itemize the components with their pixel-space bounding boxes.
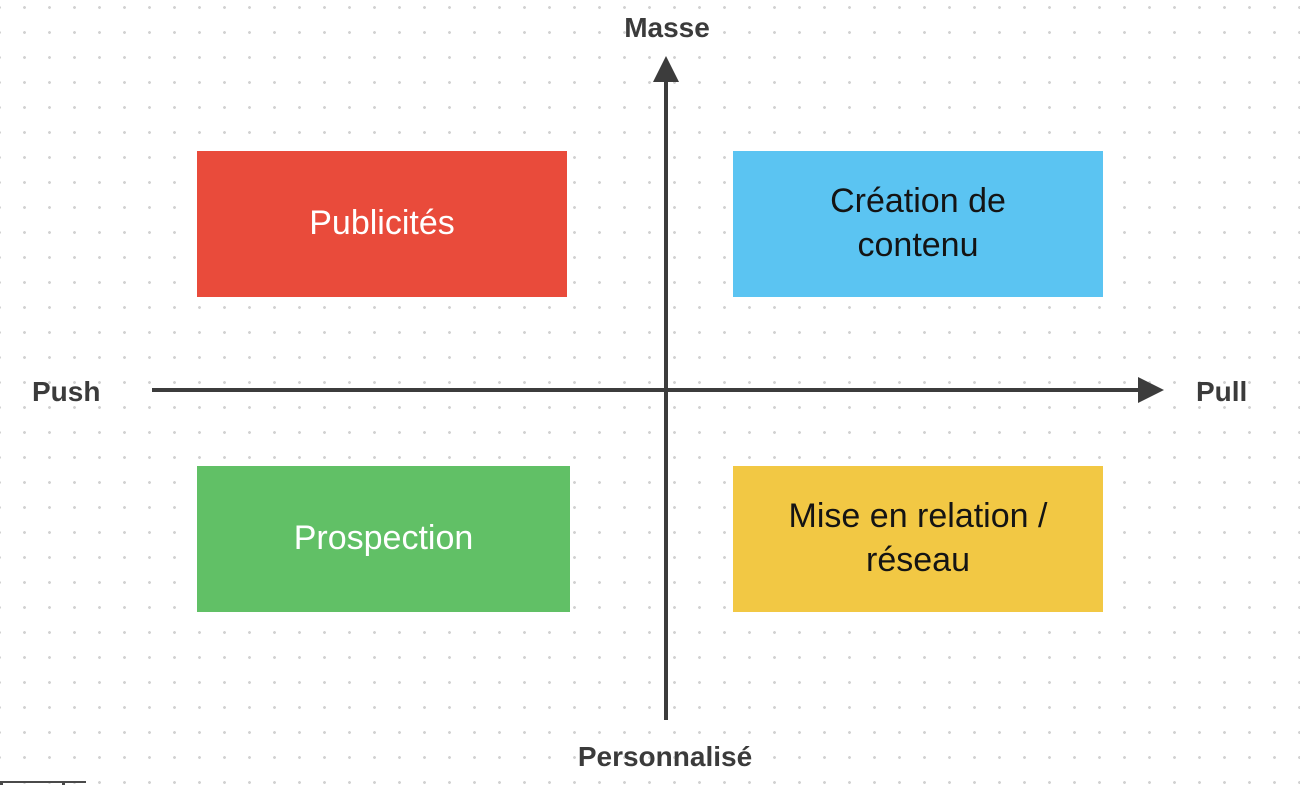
axis-label-push: Push — [32, 376, 101, 407]
quadrant-label: Création de contenu — [830, 182, 1006, 264]
arrow-right-icon — [1138, 377, 1164, 403]
quadrant-box-mise-en-relation[interactable]: Mise en relation / réseau — [733, 466, 1103, 612]
quadrant-label: Mise en relation / réseau — [788, 497, 1048, 579]
quadrant-box-prospection[interactable]: Prospection — [197, 466, 570, 612]
axis-label-personnalise: Personnalisé — [577, 741, 753, 772]
arrow-up-icon — [653, 56, 679, 82]
horizontal-axis-line — [152, 388, 1142, 392]
quadrant-label: Prospection — [293, 519, 474, 558]
quadrant-box-publicites[interactable]: Publicités — [197, 151, 567, 297]
vertical-axis-line — [664, 76, 668, 720]
bottom-left-cutoff-control[interactable] — [0, 781, 86, 785]
axis-label-masse: Masse — [624, 12, 710, 43]
axis-label-pull: Pull — [1196, 376, 1248, 407]
control-divider — [62, 783, 65, 785]
quadrant-label: Publicités — [309, 204, 455, 243]
quadrant-box-creation-de-contenu[interactable]: Création de contenu — [733, 151, 1103, 297]
control-edge — [0, 783, 3, 785]
